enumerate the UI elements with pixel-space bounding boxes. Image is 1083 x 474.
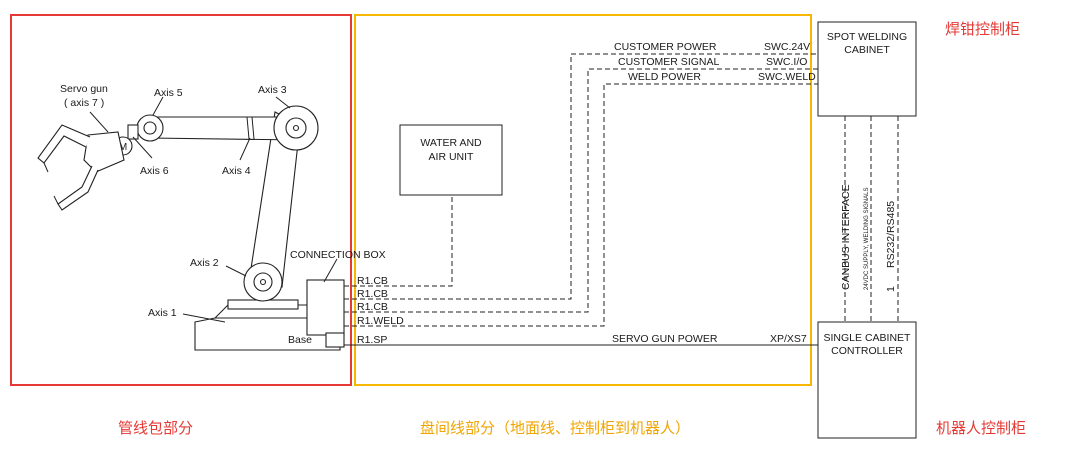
cable-servo-gun-power: SERVO GUN POWER [612,333,718,345]
spot-welding-cabinet-line2: CABINET [844,44,890,56]
port-r1-weld: R1.WELD [357,315,404,327]
cable-weld-power: WELD POWER [628,71,701,83]
axis-4-label: Axis 4 [222,165,251,177]
cable-customer-signal: CUSTOMER SIGNAL [618,56,719,68]
robot-illustration: M [37,96,341,351]
axis-2-label: Axis 2 [190,257,219,269]
connector-xp-xs7: XP/XS7 [770,333,807,345]
axis-6-label: Axis 6 [140,165,169,177]
caption-inter-cable: 盘间线部分（地面线、控制柜到机器人） [420,419,690,437]
spot-welding-cabinet-line1: SPOT WELDING [827,31,907,43]
inter-cable-frame [354,14,812,386]
servo-gun-label: Servo gun [60,83,108,95]
servo-gun-jaw-lower [57,165,99,211]
connector-swc-io: SWC.I/O [766,56,807,68]
water-air-unit-line2: AIR UNIT [429,151,475,163]
axis-5-label: Axis 5 [154,87,183,99]
rs-link-number: 1 [885,286,897,292]
single-cabinet-controller-line1: SINGLE CABINET [824,332,912,344]
servo-gun-axis-label: ( axis 7 ) [64,97,104,109]
axis-1-label: Axis 1 [148,307,177,319]
weld-power-cable [344,83,818,327]
port-r1-cb-2: R1.CB [357,288,388,300]
caption-dress-pack: 管线包部分 [118,419,193,437]
servo-gun-jaw-upper [37,124,91,164]
connector-swc-24v: SWC.24V [764,41,810,53]
single-cabinet-controller-box [817,321,917,439]
canbus-interface-label: CANBUS INTERFACE [840,184,852,290]
port-r1-cb-1: R1.CB [357,275,388,287]
dress-pack-frame [10,14,352,386]
axis-3-label: Axis 3 [258,84,287,96]
spot-welding-cabinet-box [817,21,917,117]
connector-swc-weld: SWC.WELD [758,71,816,83]
port-r1-sp: R1.SP [357,334,387,346]
connection-box-label: CONNECTION BOX [290,249,386,261]
rs232-rs485-label: RS232/RS485 [885,201,897,268]
single-cabinet-controller-line2: CONTROLLER [831,345,903,357]
connection-box [306,279,345,336]
caption-robot-cabinet: 机器人控制柜 [936,419,1026,437]
water-air-unit-line1: WATER AND [420,137,482,149]
customer-signal-cable [344,68,818,313]
cable-customer-power: CUSTOMER POWER [614,41,717,53]
water-air-unit-box [399,124,503,196]
base-label: Base [288,334,312,346]
servo-gun-body [83,131,125,173]
customer-power-cable [344,53,818,300]
sp-connector-box [325,332,345,348]
caption-gun-cabinet: 焊钳控制柜 [945,20,1020,38]
motor-label: M [119,142,127,153]
port-r1-cb-3: R1.CB [357,301,388,313]
water-air-cable [344,195,453,287]
supply-signals-label: 24VDC SUPPLY, WELDING SIGNALS [864,188,870,290]
